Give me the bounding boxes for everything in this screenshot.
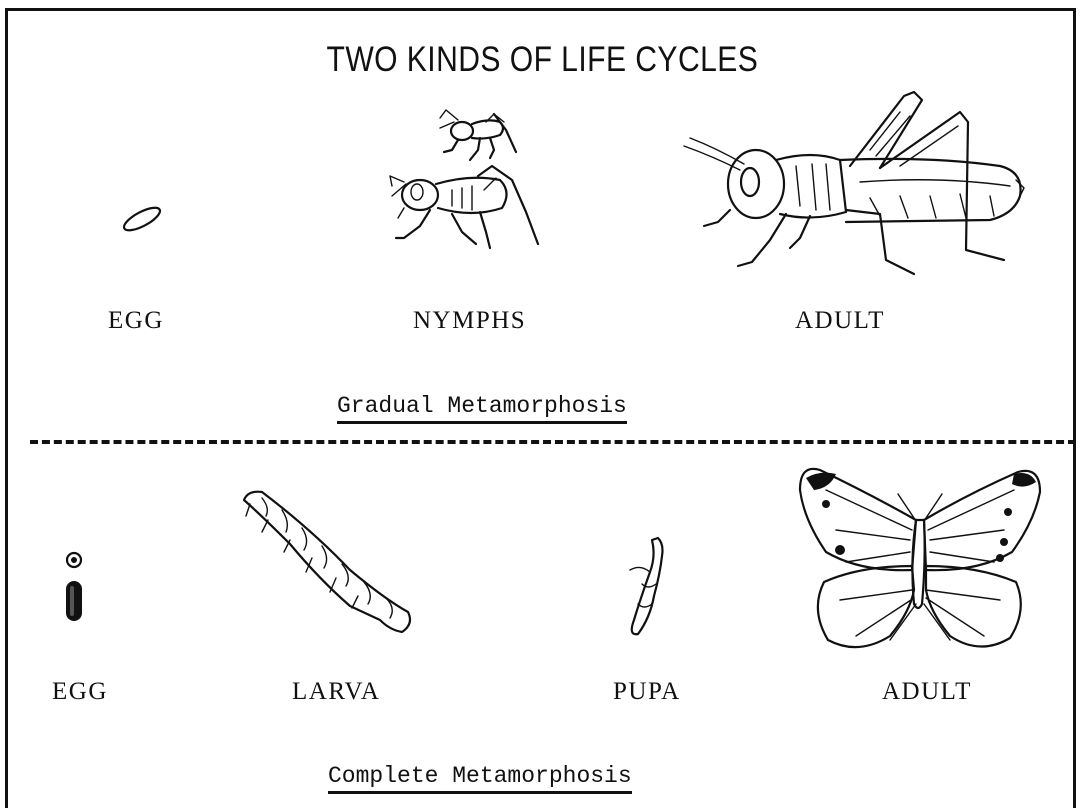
complete-metamorphosis-heading: Complete Metamorphosis	[328, 763, 632, 794]
section-divider	[30, 440, 1076, 444]
gradual-metamorphosis-heading: Gradual Metamorphosis	[337, 393, 627, 424]
stage-label-adult-gradual: ADULT	[795, 307, 885, 335]
stage-label-pupa: PUPA	[613, 678, 681, 706]
grasshopper-egg-icon	[121, 203, 163, 234]
stage-label-nymphs: NYMPHS	[413, 307, 526, 335]
butterfly-egg-icon	[66, 553, 82, 621]
stage-label-egg-complete: EGG	[52, 678, 108, 706]
larva-icon	[244, 492, 410, 632]
adult-grasshopper-icon	[684, 92, 1024, 274]
stage-label-egg-gradual: EGG	[108, 307, 164, 335]
stage-label-larva: LARVA	[292, 678, 380, 706]
large-nymph-icon	[390, 166, 538, 248]
adult-butterfly-icon	[800, 469, 1040, 647]
stage-label-adult-complete: ADULT	[882, 678, 972, 706]
pupa-icon	[630, 538, 663, 634]
small-nymph-icon	[440, 110, 516, 160]
